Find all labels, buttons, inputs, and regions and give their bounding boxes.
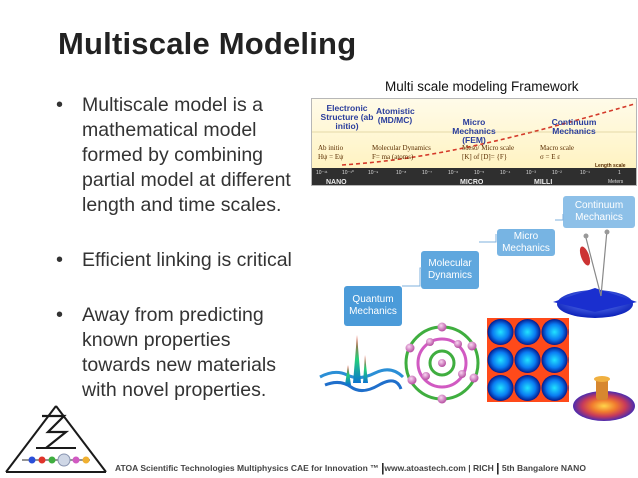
fw-band-milli: MILLI bbox=[534, 179, 553, 186]
stair-micro-mechanics: Micro Mechanics bbox=[497, 229, 555, 256]
footer-rich: RICH bbox=[472, 463, 494, 473]
fw-micro-header: Micro Mechanics (FEM) bbox=[452, 117, 496, 145]
stair-continuum-mechanics: Continuum Mechanics bbox=[563, 196, 635, 228]
footer-separator: | bbox=[496, 461, 500, 475]
fw-continuum-header: Continuum Mechanics bbox=[551, 117, 597, 136]
fw-tick: 10⁻⁴ bbox=[500, 170, 511, 176]
fw-tick: 10⁻⁷ bbox=[422, 170, 433, 176]
fullerene-image bbox=[404, 322, 480, 404]
fw-macro: Macro scale bbox=[540, 144, 575, 152]
fw-meso: Meso/ Micro scale bbox=[462, 144, 515, 152]
fw-ab-initio: Ab initio bbox=[318, 144, 344, 152]
fw-scale-bar bbox=[312, 168, 636, 185]
fw-tick: 10⁻⁸ bbox=[396, 170, 407, 176]
fw-tick: 10⁻⁶ bbox=[448, 170, 459, 176]
fw-molecular: Molecular Dynamics bbox=[372, 144, 431, 152]
footer-separator: | bbox=[468, 463, 471, 473]
framework-curve bbox=[312, 102, 636, 166]
fw-electronic-header: Electronic Structure (ab initio) bbox=[320, 103, 374, 131]
bullet-item-1: Multiscale model is a mathematical model… bbox=[52, 93, 304, 218]
framework-caption: Multi scale modeling Framework bbox=[385, 79, 579, 94]
fw-tick: 1 bbox=[618, 170, 621, 176]
aircraft-image bbox=[553, 229, 637, 318]
bullet-list: Multiscale model is a mathematical model… bbox=[52, 93, 304, 433]
fw-units: Meters bbox=[608, 179, 624, 185]
stair-molecular-dynamics: Molecular Dynamics bbox=[421, 251, 479, 289]
bullet-item-3: Away from predicting known properties to… bbox=[52, 303, 304, 403]
footer-company: ATOA Scientific Technologies Multiphysic… bbox=[115, 463, 379, 473]
fw-macro-eq: σ = E ε bbox=[540, 153, 561, 161]
footer-site-link[interactable]: www.atoastech.com bbox=[384, 463, 466, 473]
fw-band-nano: NANO bbox=[326, 179, 347, 186]
fw-tick: 10⁻⁵ bbox=[474, 170, 485, 176]
fw-tick: 10⁻³ bbox=[526, 170, 536, 176]
slide-title: Multiscale Modeling bbox=[58, 26, 357, 61]
fw-tick: 10⁻¹¹ bbox=[316, 170, 328, 176]
fw-band-micro: MICRO bbox=[460, 179, 484, 186]
fw-tick: 10⁻⁹ bbox=[368, 170, 379, 176]
stair-quantum-mechanics: Quantum Mechanics bbox=[344, 286, 402, 326]
spike-wave-image bbox=[319, 335, 405, 392]
fw-meso-eq: [K] of [D]= {F} bbox=[462, 153, 508, 161]
heatmap-image bbox=[487, 318, 569, 402]
bullet-item-2: Efficient linking is critical bbox=[52, 248, 304, 273]
framework-diagram: Electronic Structure (ab initio) Atomist… bbox=[311, 98, 637, 186]
fw-atomistic-header: Atomistic (MD/MC) bbox=[376, 106, 415, 125]
fw-tick: 10⁻¹ bbox=[580, 170, 590, 176]
stair-connectors bbox=[402, 214, 564, 287]
fw-length-scale: Length scale bbox=[595, 163, 626, 169]
atoa-logo bbox=[5, 405, 107, 473]
fw-ab-eq: Hψ = Eψ bbox=[318, 153, 344, 161]
disc-mode-image bbox=[573, 376, 635, 421]
fw-tick: 10⁻² bbox=[552, 170, 562, 176]
footer-separator: | bbox=[381, 461, 385, 475]
fw-tick: 10⁻¹⁰ bbox=[342, 170, 354, 176]
fw-molecular-eq: F= ma (atoms) bbox=[372, 153, 414, 161]
footer-event: 5th Bangalore NANO bbox=[501, 463, 586, 473]
footer-text: ATOA Scientific Technologies Multiphysic… bbox=[115, 461, 586, 475]
